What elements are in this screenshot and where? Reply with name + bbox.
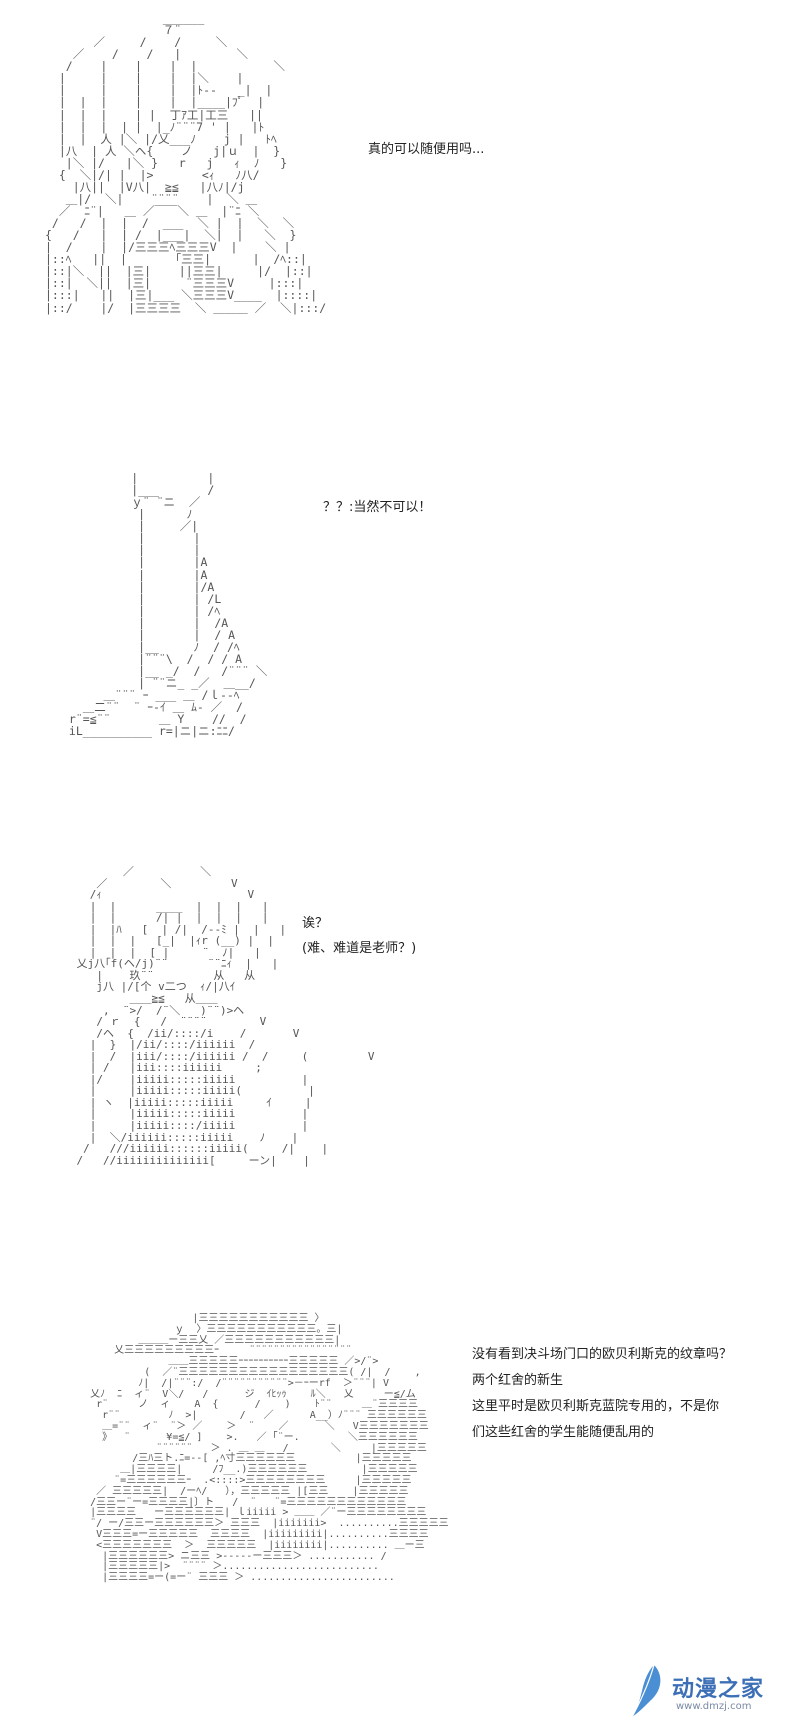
watermark-brand: 动漫之家 xyxy=(672,1677,765,1702)
watermark-url: www.dmzj.com xyxy=(676,1701,752,1712)
ascii-art-obelisk-student: |三三三三三三三三三三三 〉 ｙ 〉三三三三三三三三三三三。三| ＿＿＿ー三三乂… xyxy=(90,1313,449,1584)
feather-icon xyxy=(631,1664,661,1718)
ascii-art-figure-legs: | | |___ / ｙ¨ ¨ニ ／ | ﾉ | ／| | | | | | |A… xyxy=(68,471,268,739)
ascii-art-girl-confused: ／ ＼ ／ ＼ V /ｨ V | | ____ | | | | | | /| |… xyxy=(76,865,375,1167)
dialogue-line: 们这些红舍的学生能随便乱用的 xyxy=(472,1425,655,1440)
dialogue-line: 这里平时是欧贝利斯克蓝院专用的，不是你 xyxy=(472,1399,720,1414)
dialogue-line: (难、难道是老师？) xyxy=(302,940,417,956)
dialogue-box: ？？:当然不可以！ xyxy=(323,496,431,521)
dialogue-box: 没有看到决斗场门口的欧贝利斯克的纹章吗？ 两个红舍的新生 这里平时是欧贝利斯克蓝… xyxy=(472,1342,732,1446)
panel-1: ______ ７¨ ／ / / ＼ ／ / / | ＼ / | | | | ＼ … xyxy=(0,0,800,440)
dialogue-box: 真的可以随便用吗... xyxy=(368,138,484,163)
panel-3: ／ ＼ ／ ＼ V /ｨ V | | ____ | | | | | | /| |… xyxy=(0,860,800,1290)
panel-4: |三三三三三三三三三三三 〉 ｙ 〉三三三三三三三三三三三。三| ＿＿＿ー三三乂… xyxy=(0,1290,800,1729)
dialogue-line: 没有看到决斗场门口的欧贝利斯克的纹章吗？ xyxy=(472,1347,733,1362)
dialogue-box: 诶？ (难、难道是老师？) xyxy=(302,912,416,961)
dialogue-line: 诶？ xyxy=(302,916,329,931)
ascii-art-girl-surprised: ______ ７¨ ／ / / ＼ ／ / / | ＼ / | | | | ＼ … xyxy=(45,11,327,315)
dialogue-line: ？？:当然不可以！ xyxy=(323,500,432,515)
panel-2: | | |___ / ｙ¨ ¨ニ ／ | ﾉ | ／| | | | | | |A… xyxy=(0,440,800,860)
dialogue-line: 两个红舍的新生 xyxy=(472,1373,564,1388)
dialogue-line: 真的可以随便用吗... xyxy=(368,142,485,157)
watermark-logo: 动漫之家 www.dmzj.com xyxy=(624,1663,774,1719)
